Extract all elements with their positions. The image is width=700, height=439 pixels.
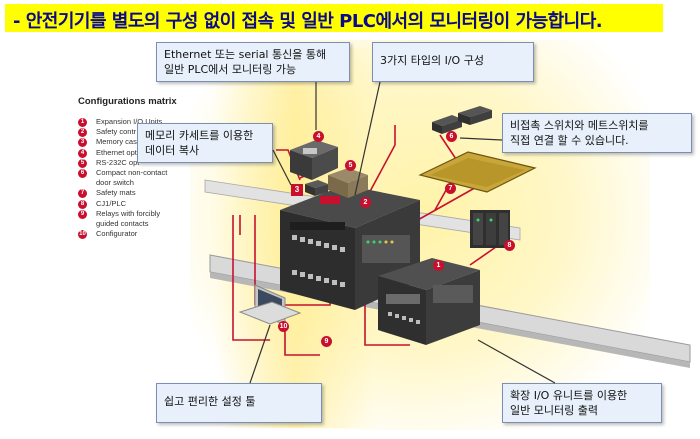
marker-1: 1 [433,260,444,271]
callout-text: 직접 연결 할 수 있습니다. [510,134,629,147]
callout-ethernet-monitoring: Ethernet 또는 serial 통신을 통해 일반 PLC에서 모니터링 … [156,42,350,82]
marker-10: 10 [278,321,289,332]
marker-8: 8 [504,240,515,251]
matrix-item-label: RS-232C opt [96,157,140,167]
callout-memory-cassette: 메모리 카세트를 이용한 데이터 복사 [137,123,273,163]
matrix-title: Configurations matrix [78,96,177,107]
callout-text: 3가지 타입의 I/O 구성 [380,54,484,67]
marker-6: 6 [446,131,457,142]
marker-9: 9 [321,336,332,347]
laptop-configurator [238,284,302,326]
matrix-item-label: Expansion I/O Units [96,117,163,126]
matrix-item-label: Compact non-contact [96,168,168,178]
matrix-item: 10 Configurator [78,229,198,240]
marker-3: 3 [291,184,303,196]
callout-text: 비접촉 스위치와 메트스위치를 [510,119,649,132]
matrix-item-label: Ethernet opt [96,147,137,157]
matrix-item: 7 Safety mats [78,188,198,199]
safety-mat [418,151,537,193]
expansion-io-unit [378,258,480,345]
matrix-item: door switch [78,178,198,188]
matrix-number-badge: 6 [78,169,87,179]
matrix-number-badge: 4 [78,148,87,158]
matrix-item-label: guided contacts [96,219,149,229]
matrix-item: 4 Ethernet opt [78,148,198,158]
non-contact-door-switch [432,106,492,134]
matrix-item: 9 Relays with forcibly [78,209,198,219]
matrix-item: 6 Compact non-contact [78,168,198,179]
marker-7: 7 [445,183,456,194]
callout-text: 일반 PLC에서 모니터링 가능 [164,63,297,76]
callout-expansion-io: 확장 I/O 유니트를 이용한 일반 모니터링 출력 [502,383,662,423]
matrix-number-badge: 8 [78,199,87,209]
matrix-item-label: Relays with forcibly [96,208,161,218]
callout-text: 일반 모니터링 출력 [510,404,598,417]
ethernet-option [290,140,338,180]
matrix-number-badge: 5 [78,158,87,168]
matrix-item-label: CJ1/PLC [96,198,127,208]
marker-2: 2 [360,197,371,208]
matrix-item: guided contacts [78,219,198,229]
matrix-item-label: Memory cas [96,137,137,147]
matrix-list: 1 Expansion I/O Units 2 Safety contr 3 Memo… [78,117,198,240]
banner-title: - 안전기기를 별도의 구성 없이 접속 및 일반 PLC에서의 모니터링이 가… [13,11,603,32]
matrix-number-badge: 9 [78,209,87,219]
matrix-item-label: Safety mats [96,188,136,198]
matrix-item-label: Safety contr [96,127,137,137]
callout-text: 메모리 카세트를 이용한 [145,129,254,142]
matrix-item: 1 Expansion I/O Units [78,117,198,127]
callout-switch-connection: 비접촉 스위치와 메트스위치를 직접 연결 할 수 있습니다. [502,113,692,153]
memory-cassette [305,180,328,196]
matrix-number-badge: 2 [78,128,87,138]
callout-text: 확장 I/O 유니트를 이용한 [510,389,628,402]
callout-io-types: 3가지 타입의 I/O 구성 [372,42,534,82]
matrix-number-badge: 7 [78,189,87,199]
callout-text: Ethernet 또는 serial 통신을 통해 [164,48,327,61]
callout-configurator-tool: 쉽고 편리한 설정 툴 [156,383,322,423]
matrix-item: 3 Memory cas [78,137,198,148]
callout-text: 쉽고 편리한 설정 툴 [164,395,256,408]
matrix-number-badge: 10 [78,230,87,240]
cj1-plc [470,210,510,248]
marker-5: 5 [345,160,356,171]
matrix-item: 2 Safety contr [78,127,198,138]
marker-4: 4 [313,131,324,142]
title-banner: - 안전기기를 별도의 구성 없이 접속 및 일반 PLC에서의 모니터링이 가… [5,4,663,32]
matrix-item-label: door switch [96,178,134,188]
matrix-item: 8 CJ1/PLC [78,199,198,209]
matrix-item-label: Configurator [96,229,138,239]
matrix-number-badge: 3 [78,138,87,148]
matrix-number-badge: 1 [78,118,87,127]
matrix-item: 5 RS-232C opt [78,158,198,168]
configurations-matrix: Configurations matrix 1 Expansion I/O Uni… [78,96,198,240]
callout-text: 데이터 복사 [145,144,200,157]
